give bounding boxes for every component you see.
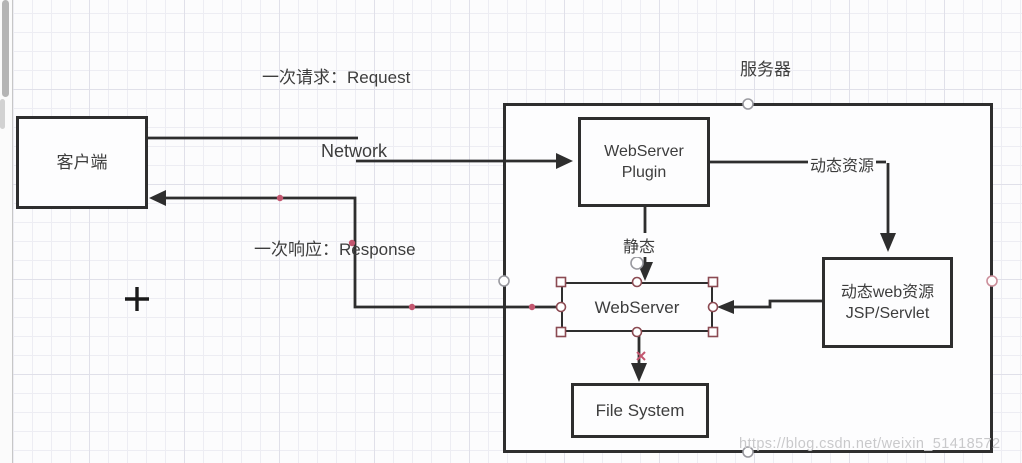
client-node-label: 客户端 [56,153,108,172]
dynamic-resource-label[interactable]: 动态资源 [808,152,877,176]
server-title[interactable]: 服务器 [740,60,791,79]
left-scrollbar[interactable] [0,0,13,463]
crosshair-cursor [125,287,149,311]
webserver-node-label: WebServer [594,297,680,317]
response-waypoint-dot-3[interactable] [408,303,416,311]
csdn-watermark: https://blog.csdn.net/weixin_51418572 [739,436,1001,452]
response-annotation[interactable]: 一次响应：Response [254,240,416,259]
file-system-label: File System [595,401,685,420]
response-waypoint-dot-1[interactable] [276,194,284,202]
scrollbar-thumb-secondary[interactable] [0,99,5,129]
scrollbar-thumb[interactable] [2,0,9,97]
static-label[interactable]: 静态 [621,233,658,257]
network-label[interactable]: Network [321,141,388,161]
file-system-node[interactable]: File System [571,383,709,438]
response-arrowhead [149,190,166,206]
client-node[interactable]: 客户端 [16,116,148,209]
request-annotation[interactable]: 一次请求：Request [262,68,411,87]
webserver-node[interactable]: WebServer [561,282,713,332]
